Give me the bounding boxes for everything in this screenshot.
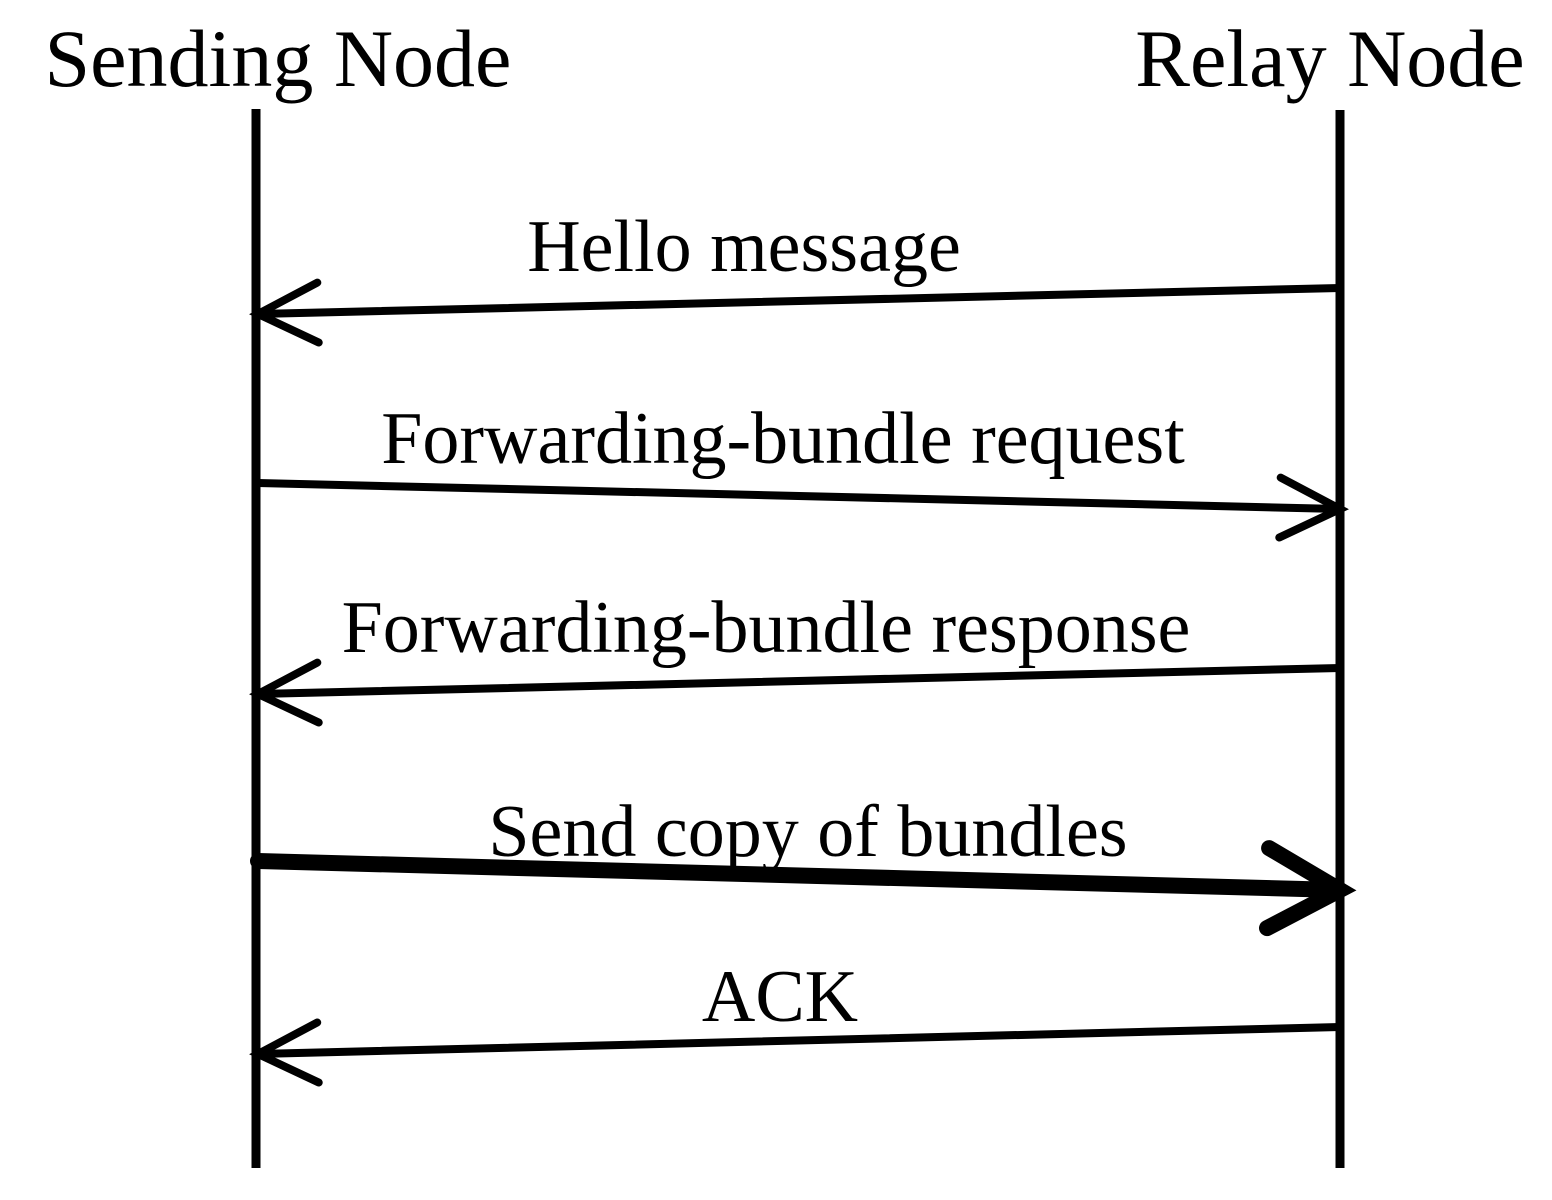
lifeline-title-relay-node: Relay Node bbox=[1135, 13, 1524, 104]
message-shaft-hello-message bbox=[254, 284, 1344, 318]
lifeline-title-sending-node: Sending Node bbox=[45, 13, 512, 104]
message-label-forwarding-bundle-response: Forwarding-bundle response bbox=[342, 587, 1191, 669]
message-arrowhead-forwarding-bundle-request bbox=[1275, 473, 1349, 542]
message-label-hello-message: Hello message bbox=[527, 206, 961, 288]
message-arrowhead-send-copy-of-bundles bbox=[1259, 840, 1357, 937]
message-shaft-forwarding-bundle-request bbox=[254, 479, 1344, 513]
message-hello-message: Hello message bbox=[249, 206, 1344, 347]
message-label-send-copy-of-bundles: Send copy of bundles bbox=[488, 791, 1127, 873]
message-forwarding-bundle-response: Forwarding-bundle response bbox=[249, 587, 1344, 727]
message-forwarding-bundle-request: Forwarding-bundle request bbox=[254, 398, 1349, 542]
message-ack: ACK bbox=[249, 956, 1344, 1087]
message-arrowhead-hello-message bbox=[249, 278, 323, 347]
message-arrowhead-forwarding-bundle-response bbox=[249, 658, 323, 727]
message-send-copy-of-bundles: Send copy of bundles bbox=[250, 791, 1357, 937]
message-shaft-forwarding-bundle-response bbox=[254, 664, 1344, 698]
message-shaft-send-copy-of-bundles bbox=[250, 853, 1348, 898]
message-label-ack: ACK bbox=[702, 956, 858, 1038]
message-shaft-ack bbox=[254, 1023, 1344, 1058]
message-label-forwarding-bundle-request: Forwarding-bundle request bbox=[381, 398, 1185, 480]
message-arrowhead-ack bbox=[249, 1018, 323, 1087]
